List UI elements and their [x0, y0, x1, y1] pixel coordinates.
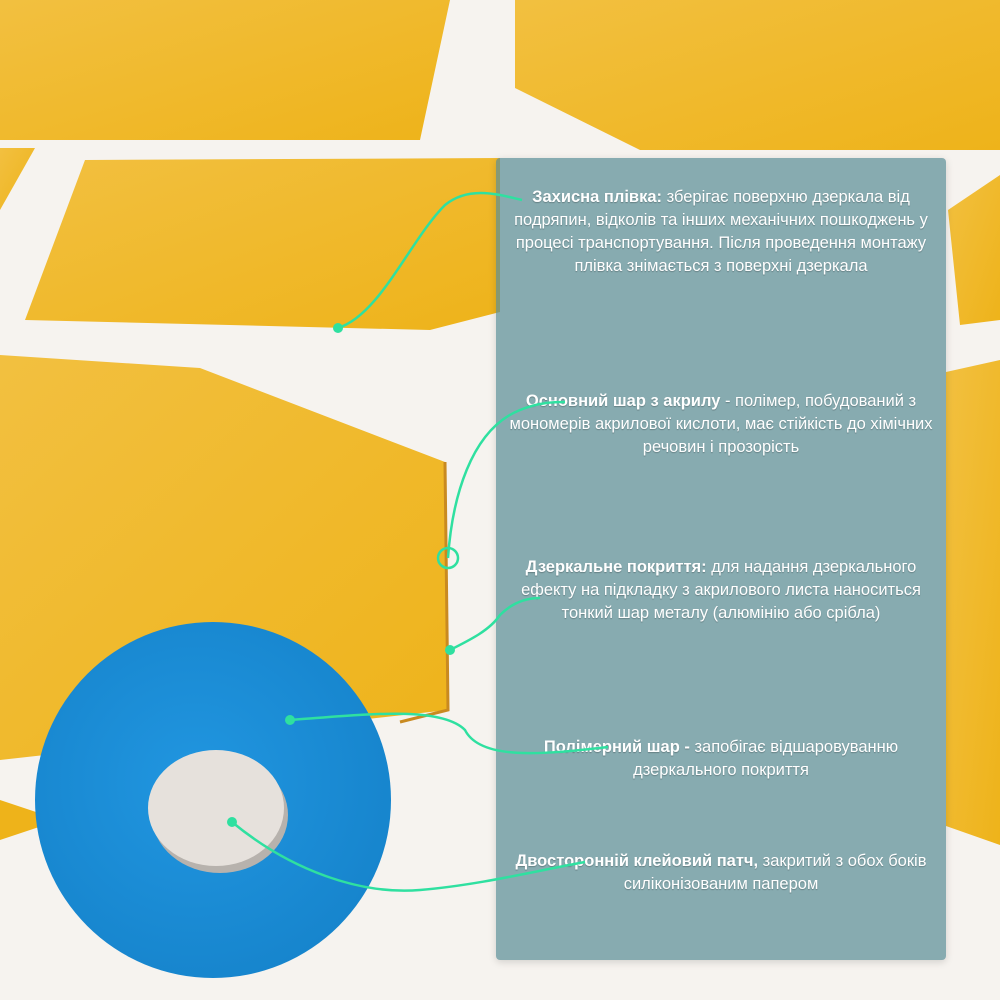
- note-text: закритий з обох боків силіконізованим па…: [623, 852, 927, 893]
- note-text: - полімер, побудований з мономерів акрил…: [509, 392, 933, 456]
- note-title: Двосторонній клейовий патч,: [515, 852, 759, 870]
- mirror-tile: [948, 175, 1000, 325]
- mirror-tile: [515, 0, 1000, 150]
- note-title: Основний шар з акрилу: [525, 392, 721, 410]
- note-title: Дзеркальне покриття:: [525, 558, 707, 576]
- note-title: Захисна плівка:: [532, 188, 662, 206]
- mirror-tile: [25, 158, 500, 330]
- info-panel: Захисна плівка: зберігає поверхню дзерка…: [496, 158, 946, 960]
- mirror-tile: [0, 148, 35, 210]
- note-protective-film: Захисна плівка: зберігає поверхню дзерка…: [496, 186, 946, 278]
- mirror-tile: [946, 360, 1000, 845]
- note-text: для надання дзеркального ефекту на підкл…: [521, 558, 921, 622]
- note-text: запобігає відшаровуванню дзеркального по…: [633, 738, 899, 779]
- note-mirror-coating: Дзеркальне покриття: для надання дзеркал…: [496, 556, 946, 625]
- note-acrylic-layer: Основний шар з акрилу - полімер, побудов…: [496, 390, 946, 459]
- adhesive-patch-shape: [148, 750, 284, 866]
- note-title: Полімерний шар -: [543, 738, 690, 756]
- mirror-tile: [0, 0, 450, 140]
- note-text: зберігає поверхню дзеркала від подряпин,…: [514, 188, 928, 275]
- note-adhesive-patch: Двосторонній клейовий патч, закритий з о…: [496, 850, 946, 896]
- mirror-tile: [0, 800, 60, 840]
- note-polymer-layer: Полімерний шар - запобігає відшаровуванн…: [496, 736, 946, 782]
